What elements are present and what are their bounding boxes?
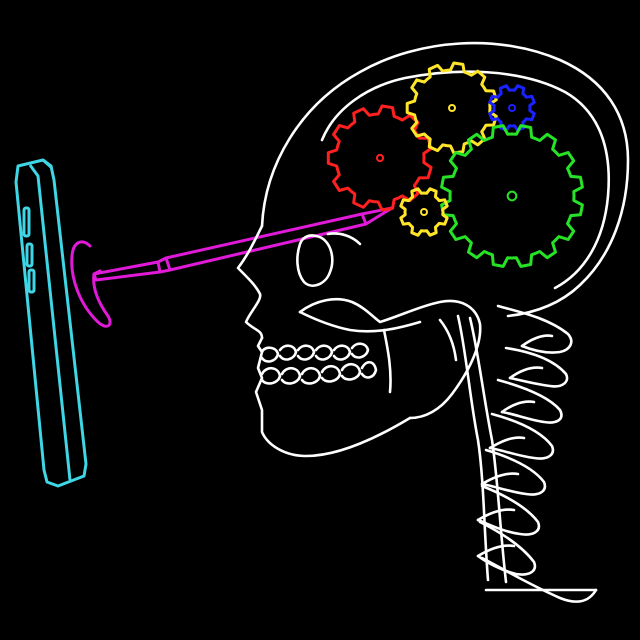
ear-area	[438, 318, 458, 362]
gear-yellow-small-icon	[399, 187, 449, 237]
gear-outline	[405, 61, 498, 155]
gear-outline	[326, 104, 433, 212]
gear-outline	[440, 124, 584, 268]
gear-yellow-top-icon	[405, 61, 498, 155]
phone-button	[25, 242, 34, 268]
maxilla	[298, 310, 422, 333]
lower-teeth	[260, 360, 378, 385]
smartphone-icon	[14, 158, 88, 488]
skull-jaw	[254, 336, 412, 458]
gear-hub	[420, 208, 428, 216]
gear-red-icon	[326, 104, 433, 212]
skull-face-profile	[236, 224, 264, 340]
gear-outline	[399, 187, 449, 237]
jaw-joint	[382, 328, 392, 394]
gear-green-icon	[440, 124, 584, 268]
phone-button	[27, 268, 36, 294]
spine-icon	[456, 304, 598, 603]
eye-socket	[296, 234, 334, 287]
cranium-outline	[260, 41, 630, 318]
gear-hub	[508, 104, 516, 112]
cheekbone-mandible	[298, 298, 482, 420]
skull-icon	[236, 41, 630, 458]
gear-hub	[506, 190, 518, 202]
syringe-stopper	[156, 256, 172, 274]
phone-edge	[28, 164, 72, 481]
gear-hub	[375, 153, 385, 163]
cranium-inner	[320, 70, 610, 290]
brain-icon	[326, 61, 584, 268]
gear-hub	[448, 104, 456, 112]
upper-teeth	[260, 342, 370, 363]
phone-button	[22, 206, 31, 238]
syringe-barrel	[164, 212, 368, 272]
phone-corner	[42, 158, 53, 170]
syringe-icon	[70, 206, 394, 328]
syringe-plunger	[70, 240, 112, 328]
brow-ridge	[326, 232, 362, 246]
